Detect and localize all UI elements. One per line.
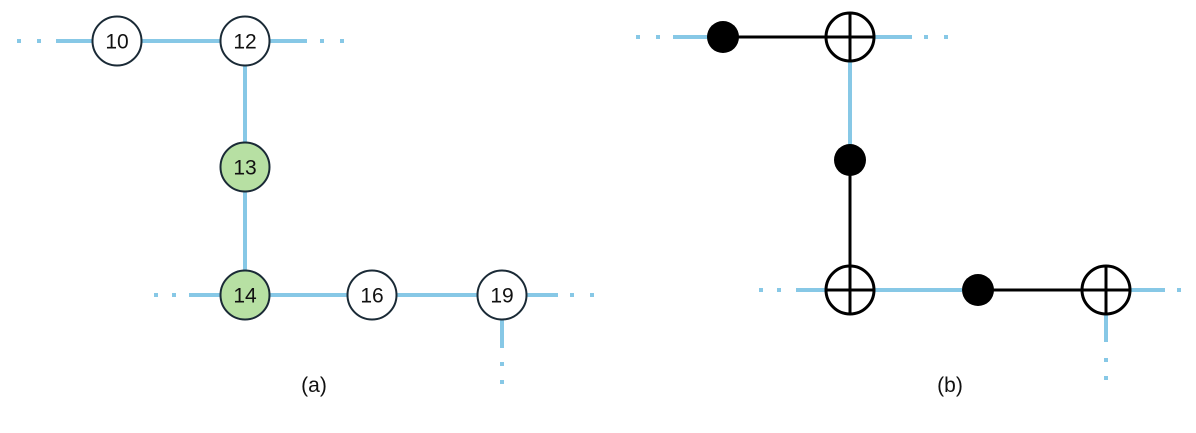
continuation-dots-b-top-right <box>924 35 948 39</box>
continuation-dots-top-right <box>320 39 344 43</box>
panel-b-caption: (b) <box>937 374 963 397</box>
continuation-dots-bottom-left <box>154 293 176 297</box>
target-oplus-2 <box>824 264 876 316</box>
target-oplus-3 <box>1080 264 1132 316</box>
continuation-dots-b-top-left <box>636 35 660 39</box>
qubit-label-14: 14 <box>233 285 257 308</box>
qubit-node-14: 14 <box>219 269 271 321</box>
qubit-node-19: 19 <box>476 269 528 321</box>
qubit-label-12: 12 <box>233 31 256 54</box>
target-oplus-1 <box>824 11 876 63</box>
continuation-dots-b-bottom-right <box>1177 288 1181 292</box>
continuation-dots-bottom-right <box>570 293 594 297</box>
control-dot-2 <box>834 144 866 176</box>
continuation-dots-top-left <box>17 39 41 43</box>
control-dot-1 <box>707 21 739 53</box>
panel-b: (b) <box>636 11 1181 397</box>
qubit-label-19: 19 <box>490 285 513 308</box>
qubit-node-16: 16 <box>346 269 398 321</box>
continuation-dots-b-bottom-left <box>759 288 781 292</box>
qubit-node-13: 13 <box>219 141 271 193</box>
panel-a-caption: (a) <box>301 374 327 397</box>
qubit-label-13: 13 <box>233 157 256 180</box>
qubit-label-16: 16 <box>360 285 383 308</box>
qubit-node-12: 12 <box>219 15 271 67</box>
qubit-node-10: 10 <box>91 15 143 67</box>
control-dot-3 <box>962 274 994 306</box>
cnot-gate-2 <box>824 144 876 316</box>
cnot-gate-1 <box>707 11 876 63</box>
qubit-label-10: 10 <box>105 31 128 54</box>
continuation-dots-down <box>500 362 504 384</box>
panel-a: 10 12 13 14 16 19 (a) <box>17 15 594 397</box>
continuation-dots-b-down <box>1104 358 1108 380</box>
cnot-gate-3 <box>962 264 1132 316</box>
